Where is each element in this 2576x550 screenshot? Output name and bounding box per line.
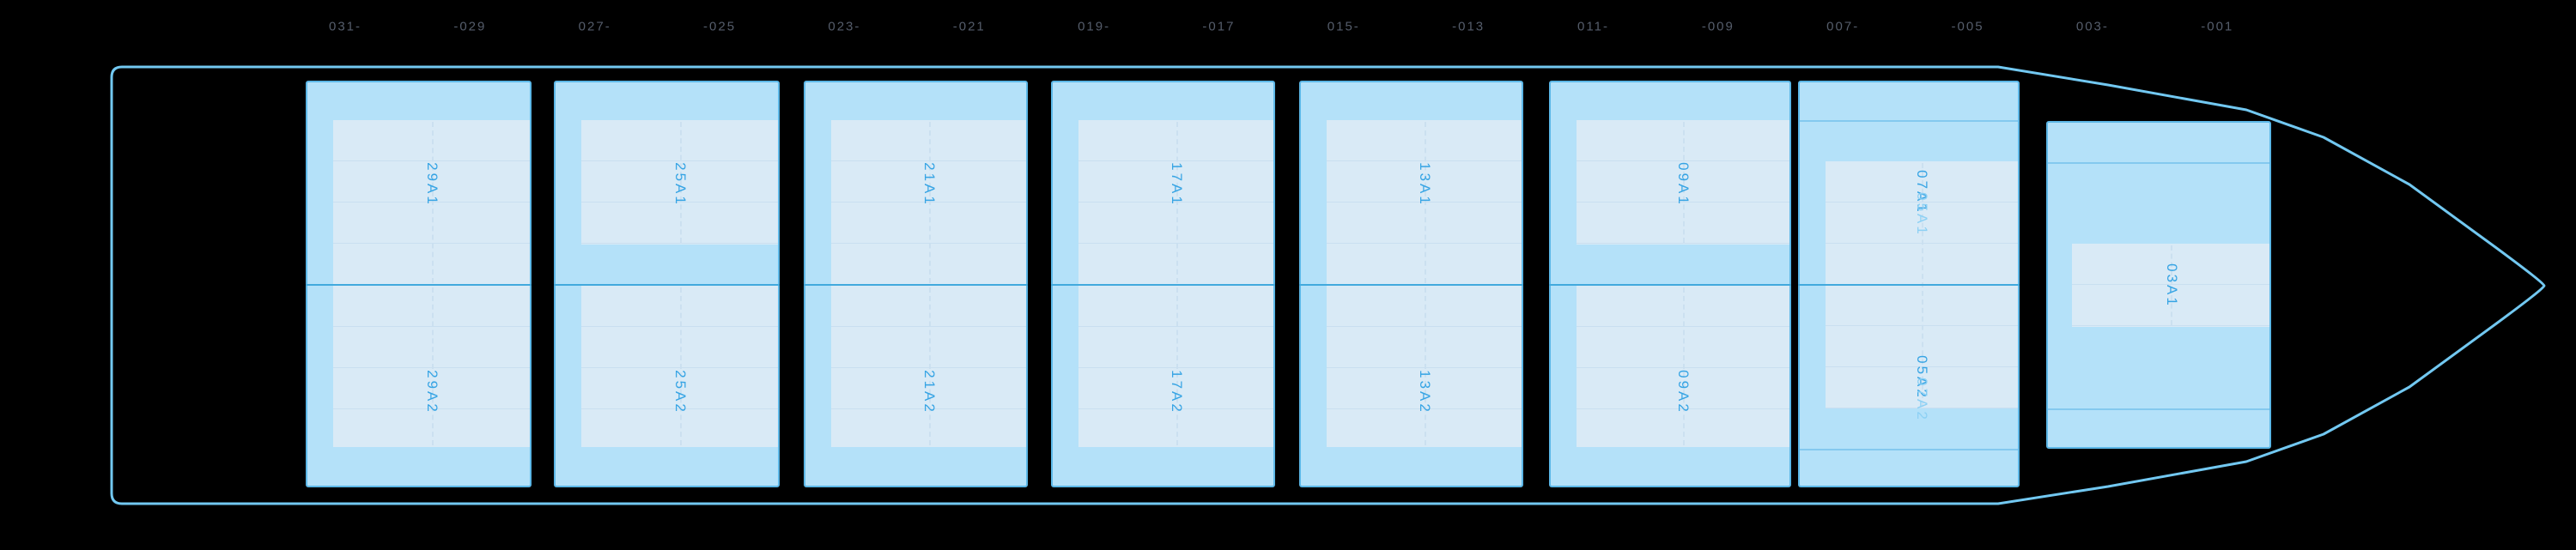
axis-label-021: -021 [952, 19, 986, 34]
bay-label-05A1: 05A1 [1914, 192, 1930, 237]
centerline-dash [1176, 287, 1178, 445]
bay-label-21A2: 21A2 [920, 370, 938, 414]
axis-label-009: -009 [1701, 19, 1735, 34]
axis-label-001: -001 [2201, 19, 2234, 34]
bay-29[interactable]: 29A1 29A2 [306, 81, 532, 487]
bay-29-a1-slots[interactable] [333, 120, 530, 285]
centerline-dash [679, 287, 682, 445]
bay-label-13A1: 13A1 [1416, 162, 1433, 207]
centerline-dash [928, 122, 931, 283]
axis-label-013: -013 [1452, 19, 1485, 34]
centerline-dash [2171, 245, 2172, 325]
bay-label-29A1: 29A1 [423, 162, 440, 207]
bay-21-a1-slots[interactable] [831, 120, 1026, 285]
bay-09[interactable]: 09A1 09A2 [1549, 81, 1791, 487]
section-line [1798, 120, 2020, 122]
bay-label-21A1: 21A1 [920, 162, 938, 207]
axis-label-005: -005 [1951, 19, 1984, 34]
section-line [1798, 449, 2020, 450]
bay-17[interactable]: 17A1 17A2 [1051, 81, 1275, 487]
axis-label-011: 011- [1577, 19, 1609, 34]
bay-03[interactable]: 03A1 [2046, 121, 2271, 449]
centerline-dash [1683, 122, 1685, 243]
bay-17-a2-slots[interactable] [1078, 286, 1273, 447]
axis-label-003: 003- [2075, 19, 2109, 34]
axis-label-023: 023- [828, 19, 861, 34]
bay-09-centerline [1549, 284, 1791, 286]
axis-label-007: 007- [1826, 19, 1860, 34]
bay-25-centerline [554, 284, 780, 286]
bay-25[interactable]: 25A1 25A2 [554, 81, 780, 487]
bay-25-a1-slots[interactable] [581, 120, 778, 245]
hull-path [110, 65, 2546, 505]
bay-21-a2-slots[interactable] [831, 286, 1026, 447]
bay-label-03A1: 03A1 [2164, 263, 2180, 308]
bay-label-25A2: 25A2 [671, 370, 689, 414]
centerline-dash [431, 122, 434, 283]
bay-label-13A2: 13A2 [1416, 370, 1433, 414]
centerline-dash [1424, 287, 1426, 445]
bay-29-centerline [306, 284, 532, 286]
bay-25-a2-slots[interactable] [581, 286, 778, 447]
axis-label-027: 027- [578, 19, 611, 34]
bay-17-centerline [1051, 284, 1275, 286]
centerline-dash [1424, 122, 1426, 283]
bay-13-a2-slots[interactable] [1327, 286, 1522, 447]
bay-09-a1-slots[interactable] [1577, 120, 1789, 245]
axis-label-015: 015- [1327, 19, 1360, 34]
centerline-dash [679, 122, 682, 243]
centerline-dash [1176, 122, 1178, 283]
bay-label-09A1: 09A1 [1675, 162, 1692, 207]
axis-label-029: -029 [453, 19, 487, 34]
bay-0705-centerline [1798, 284, 2020, 286]
section-line [2046, 162, 2271, 164]
bay-09-a2-slots[interactable] [1577, 286, 1789, 447]
bay-label-09A2: 09A2 [1675, 370, 1692, 414]
bay-13[interactable]: 13A1 13A2 [1299, 81, 1523, 487]
bay-label-17A1: 17A1 [1168, 162, 1185, 207]
axis-label-031: 031- [328, 19, 362, 34]
centerline-dash [928, 287, 931, 445]
bay-17-a1-slots[interactable] [1078, 120, 1273, 285]
bay-label-25A1: 25A1 [671, 162, 689, 207]
bay-21[interactable]: 21A1 21A2 [804, 81, 1028, 487]
bay-label-17A2: 17A2 [1168, 370, 1185, 414]
bay-label-07A2: 07A2 [1914, 378, 1930, 422]
axis-label-019: 019- [1078, 19, 1111, 34]
bay-13-centerline [1299, 284, 1523, 286]
axis-label-017: -017 [1202, 19, 1236, 34]
axis-label-025: -025 [703, 19, 737, 34]
bay-21-centerline [804, 284, 1028, 286]
section-line [2046, 408, 2271, 410]
bay-label-29A2: 29A2 [423, 370, 440, 414]
bay-29-a2-slots[interactable] [333, 286, 530, 447]
centerline-dash [1683, 287, 1685, 445]
bay-13-a1-slots[interactable] [1327, 120, 1522, 285]
centerline-dash [431, 287, 434, 445]
bay-03-slots[interactable] [2072, 244, 2269, 327]
